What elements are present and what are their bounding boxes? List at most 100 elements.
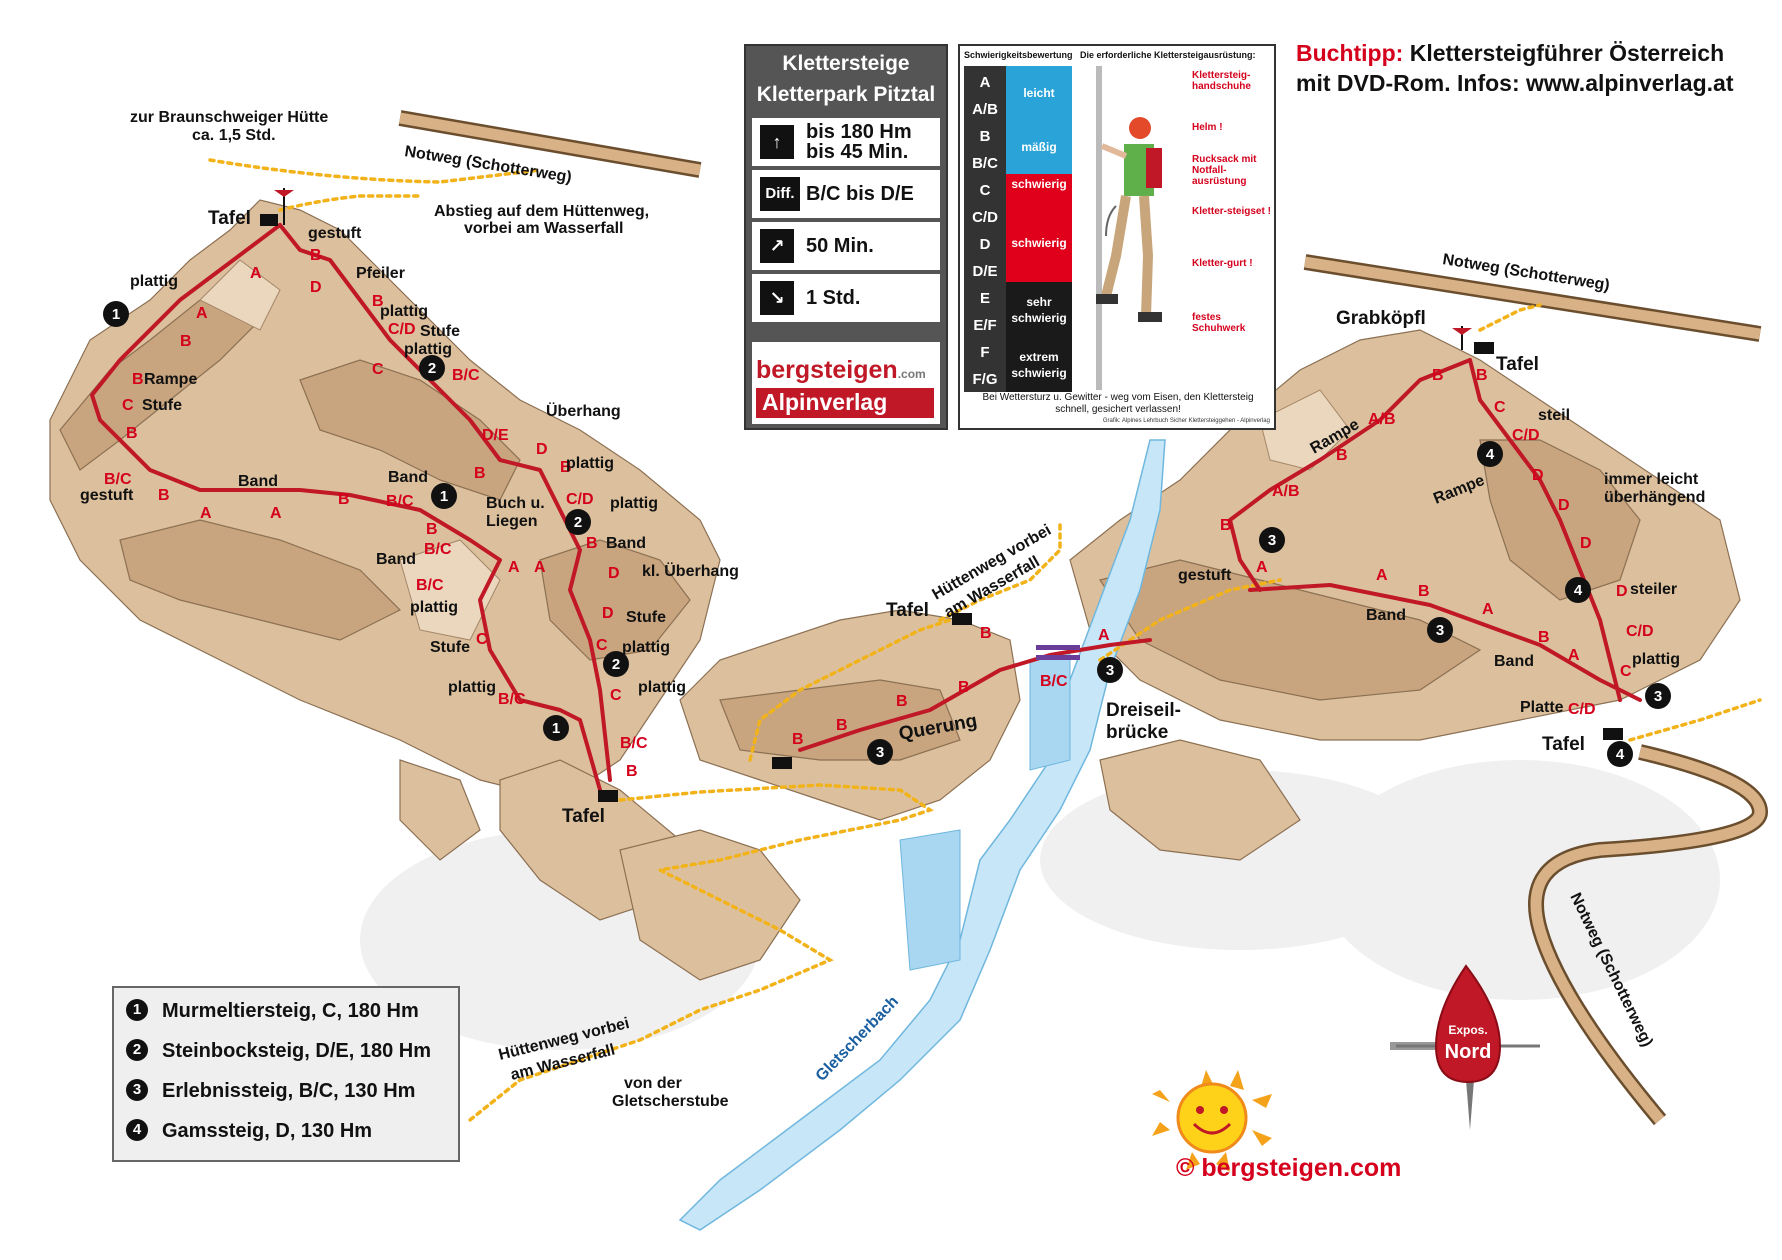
svg-text:Stufe: Stufe — [420, 323, 460, 340]
route-grade-labels: A A B B C B B/C B A A B B/C B B/C B/C C … — [104, 247, 1654, 780]
tafel-sign-icon — [1474, 342, 1494, 354]
difficulty-scale: A A/B B B/C C C/D D D/E E E/F F F/G — [964, 66, 1006, 392]
north-arrow-icon — [1434, 964, 1502, 1084]
svg-text:steiler: steiler — [1630, 581, 1677, 598]
buch-label: Buch u. — [486, 495, 545, 512]
svg-text:C: C — [610, 687, 622, 704]
svg-text:B: B — [338, 491, 350, 508]
svg-text:B: B — [180, 333, 192, 350]
svg-text:plattig: plattig — [380, 303, 428, 320]
svg-text:D: D — [1616, 583, 1628, 600]
tafel-signs — [260, 214, 1623, 802]
svg-text:Band: Band — [238, 473, 278, 490]
bergsteigen-logo: bergsteigen.com — [756, 356, 926, 384]
route-badge-1: 1 — [543, 715, 569, 741]
svg-text:C/D: C/D — [1626, 623, 1654, 640]
svg-text:3: 3 — [1436, 622, 1444, 639]
svg-text:4: 4 — [1616, 746, 1625, 763]
difficulty-heading: Schwierigkeitsbewertung — [964, 50, 1073, 60]
band-extrem-schwierig: extrem schwierig — [1006, 337, 1072, 392]
svg-text:B: B — [626, 763, 638, 780]
svg-text:Band: Band — [388, 469, 428, 486]
equipment-set: Kletter-steigset ! — [1192, 206, 1271, 217]
svg-text:B: B — [310, 247, 322, 264]
svg-text:2: 2 — [428, 360, 436, 377]
ueberhang-label: Überhang — [546, 401, 621, 420]
route-badge-4: 4 — [1565, 577, 1591, 603]
svg-text:Band: Band — [376, 551, 416, 568]
svg-text:4: 4 — [1574, 582, 1583, 599]
svg-text:D/E: D/E — [482, 427, 509, 444]
svg-text:A: A — [1098, 627, 1110, 644]
svg-text:B: B — [132, 371, 144, 388]
band-leicht: leicht — [1006, 66, 1072, 120]
braunschweiger-label: zur Braunschweiger Hütte — [130, 109, 328, 126]
route-badge-1: 1 — [103, 301, 129, 327]
info-difficulty-row: Diff. B/C bis D/E — [752, 170, 940, 218]
route-steinbocksteig — [278, 223, 612, 782]
svg-text:Stufe: Stufe — [626, 609, 666, 626]
svg-text:B: B — [474, 465, 486, 482]
svg-text:3: 3 — [876, 744, 884, 761]
svg-text:plattig: plattig — [622, 639, 670, 656]
svg-text:C/D: C/D — [1568, 701, 1596, 718]
helmet-icon — [1129, 117, 1151, 139]
hiker-up-icon: ↗ — [760, 229, 794, 263]
svg-text:A: A — [1568, 647, 1580, 664]
svg-text:C: C — [1620, 663, 1632, 680]
svg-text:B/C: B/C — [104, 471, 132, 488]
svg-text:Stufe: Stufe — [142, 397, 182, 414]
tafel-sign-icon — [772, 757, 792, 769]
route-badge-1: 1 — [431, 483, 457, 509]
route-erlebnissteig — [798, 638, 1152, 752]
ueberhaengend-label: immer leicht — [1604, 471, 1699, 488]
svg-text:B: B — [1220, 517, 1232, 534]
svg-text:Expos.: Expos. — [1448, 1023, 1487, 1037]
svg-text:plattig: plattig — [448, 679, 496, 696]
via-ferrata-routes — [90, 223, 1642, 792]
dreiseilbruecke-label: Dreiseil- — [1106, 700, 1181, 721]
svg-text:Tafel: Tafel — [562, 806, 605, 827]
svg-text:D: D — [1558, 497, 1570, 514]
difficulty-panel: Schwierigkeitsbewertung Die erforderlich… — [958, 44, 1276, 430]
svg-text:B: B — [1476, 367, 1488, 384]
svg-text:Band: Band — [1366, 607, 1406, 624]
band-schwierig: schwierig — [1006, 174, 1072, 228]
svg-text:B/C: B/C — [386, 493, 414, 510]
sun-logo-icon — [1152, 1070, 1272, 1172]
svg-text:plattig: plattig — [566, 455, 614, 472]
route-gamssteig — [1228, 358, 1472, 592]
svg-text:C: C — [1494, 399, 1506, 416]
svg-text:C/D: C/D — [566, 491, 594, 508]
equipment-gloves: Klettersteig-handschuhe — [1192, 70, 1251, 92]
svg-text:C: C — [596, 637, 608, 654]
svg-text:B: B — [792, 731, 804, 748]
hiking-trails — [208, 158, 1762, 1122]
svg-text:A: A — [1482, 601, 1494, 618]
svg-text:A: A — [508, 559, 520, 576]
backpack-icon — [1146, 148, 1162, 188]
band-schwierig-2: schwierig — [1006, 228, 1072, 282]
summit-flag-icons — [274, 188, 1472, 350]
svg-text:überhängend: überhängend — [1604, 489, 1705, 506]
svg-text:B: B — [586, 535, 598, 552]
svg-text:D: D — [608, 565, 620, 582]
compass-rose: Expos. Nord — [1390, 964, 1540, 1130]
svg-text:Tafel: Tafel — [1496, 354, 1539, 375]
svg-text:plattig: plattig — [1632, 651, 1680, 668]
svg-text:C/D: C/D — [388, 321, 416, 338]
svg-text:plattig: plattig — [638, 679, 686, 696]
abstieg-label: Abstieg auf dem Hüttenweg, — [434, 203, 649, 220]
tafel-sign-icon — [952, 613, 972, 625]
svg-text:Stufe: Stufe — [430, 639, 470, 656]
svg-text:D: D — [536, 441, 548, 458]
svg-text:A/B: A/B — [1368, 411, 1396, 428]
svg-text:plattig: plattig — [410, 599, 458, 616]
tafel-sign-icon — [260, 214, 278, 226]
route-badge-3: 3 — [1645, 683, 1671, 709]
svg-text:D: D — [310, 279, 322, 296]
svg-text:B: B — [980, 625, 992, 642]
tafel-sign-icon — [598, 790, 618, 802]
